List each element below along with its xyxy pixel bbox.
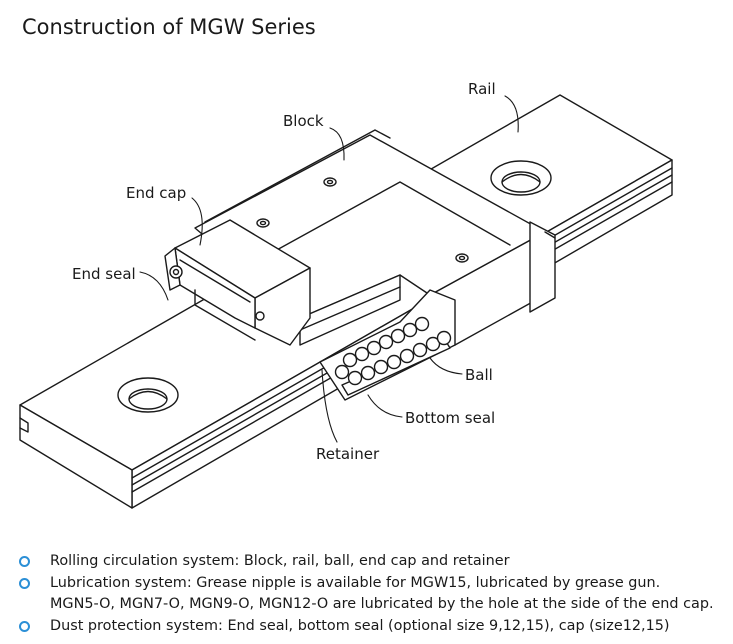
balls bbox=[334, 316, 452, 386]
feature-text-continued: MGN5-O, MGN7-O, MGN9-O, MGN12-O are lubr… bbox=[50, 596, 714, 612]
bullet-circle-icon bbox=[19, 577, 30, 589]
feature-list: Rolling circulation system: Block, rail,… bbox=[18, 551, 730, 637]
leader-lines bbox=[139, 95, 519, 443]
feature-text: Rolling circulation system: Block, rail,… bbox=[50, 553, 510, 569]
feature-text: Dust protection system: End seal, bottom… bbox=[50, 617, 670, 634]
page-title: Construction of MGW Series bbox=[22, 15, 316, 39]
mgw-construction-diagram bbox=[19, 94, 673, 509]
bullet-circle-icon bbox=[19, 556, 30, 567]
label-bottom-seal: Bottom seal bbox=[405, 409, 496, 427]
feature-text: Lubrication system: Grease nipple is ava… bbox=[50, 574, 661, 591]
rail-hole-front bbox=[117, 377, 179, 413]
label-end-seal: End seal bbox=[72, 265, 136, 283]
label-block: Block bbox=[283, 112, 324, 130]
feature-item: Dust protection system: End seal, bottom… bbox=[18, 616, 730, 638]
feature-item: Lubrication system: Grease nipple is ava… bbox=[18, 573, 730, 616]
end-seal-drawing bbox=[164, 247, 265, 321]
feature-item: Rolling circulation system: Block, rail,… bbox=[18, 551, 730, 573]
bullet-circle-icon bbox=[19, 620, 30, 632]
label-retainer: Retainer bbox=[316, 445, 380, 463]
label-end-cap: End cap bbox=[126, 184, 187, 202]
label-rail: Rail bbox=[468, 80, 496, 98]
label-ball: Ball bbox=[465, 366, 493, 384]
rail-hole-rear bbox=[490, 160, 552, 196]
end-cap-drawing bbox=[174, 219, 311, 346]
